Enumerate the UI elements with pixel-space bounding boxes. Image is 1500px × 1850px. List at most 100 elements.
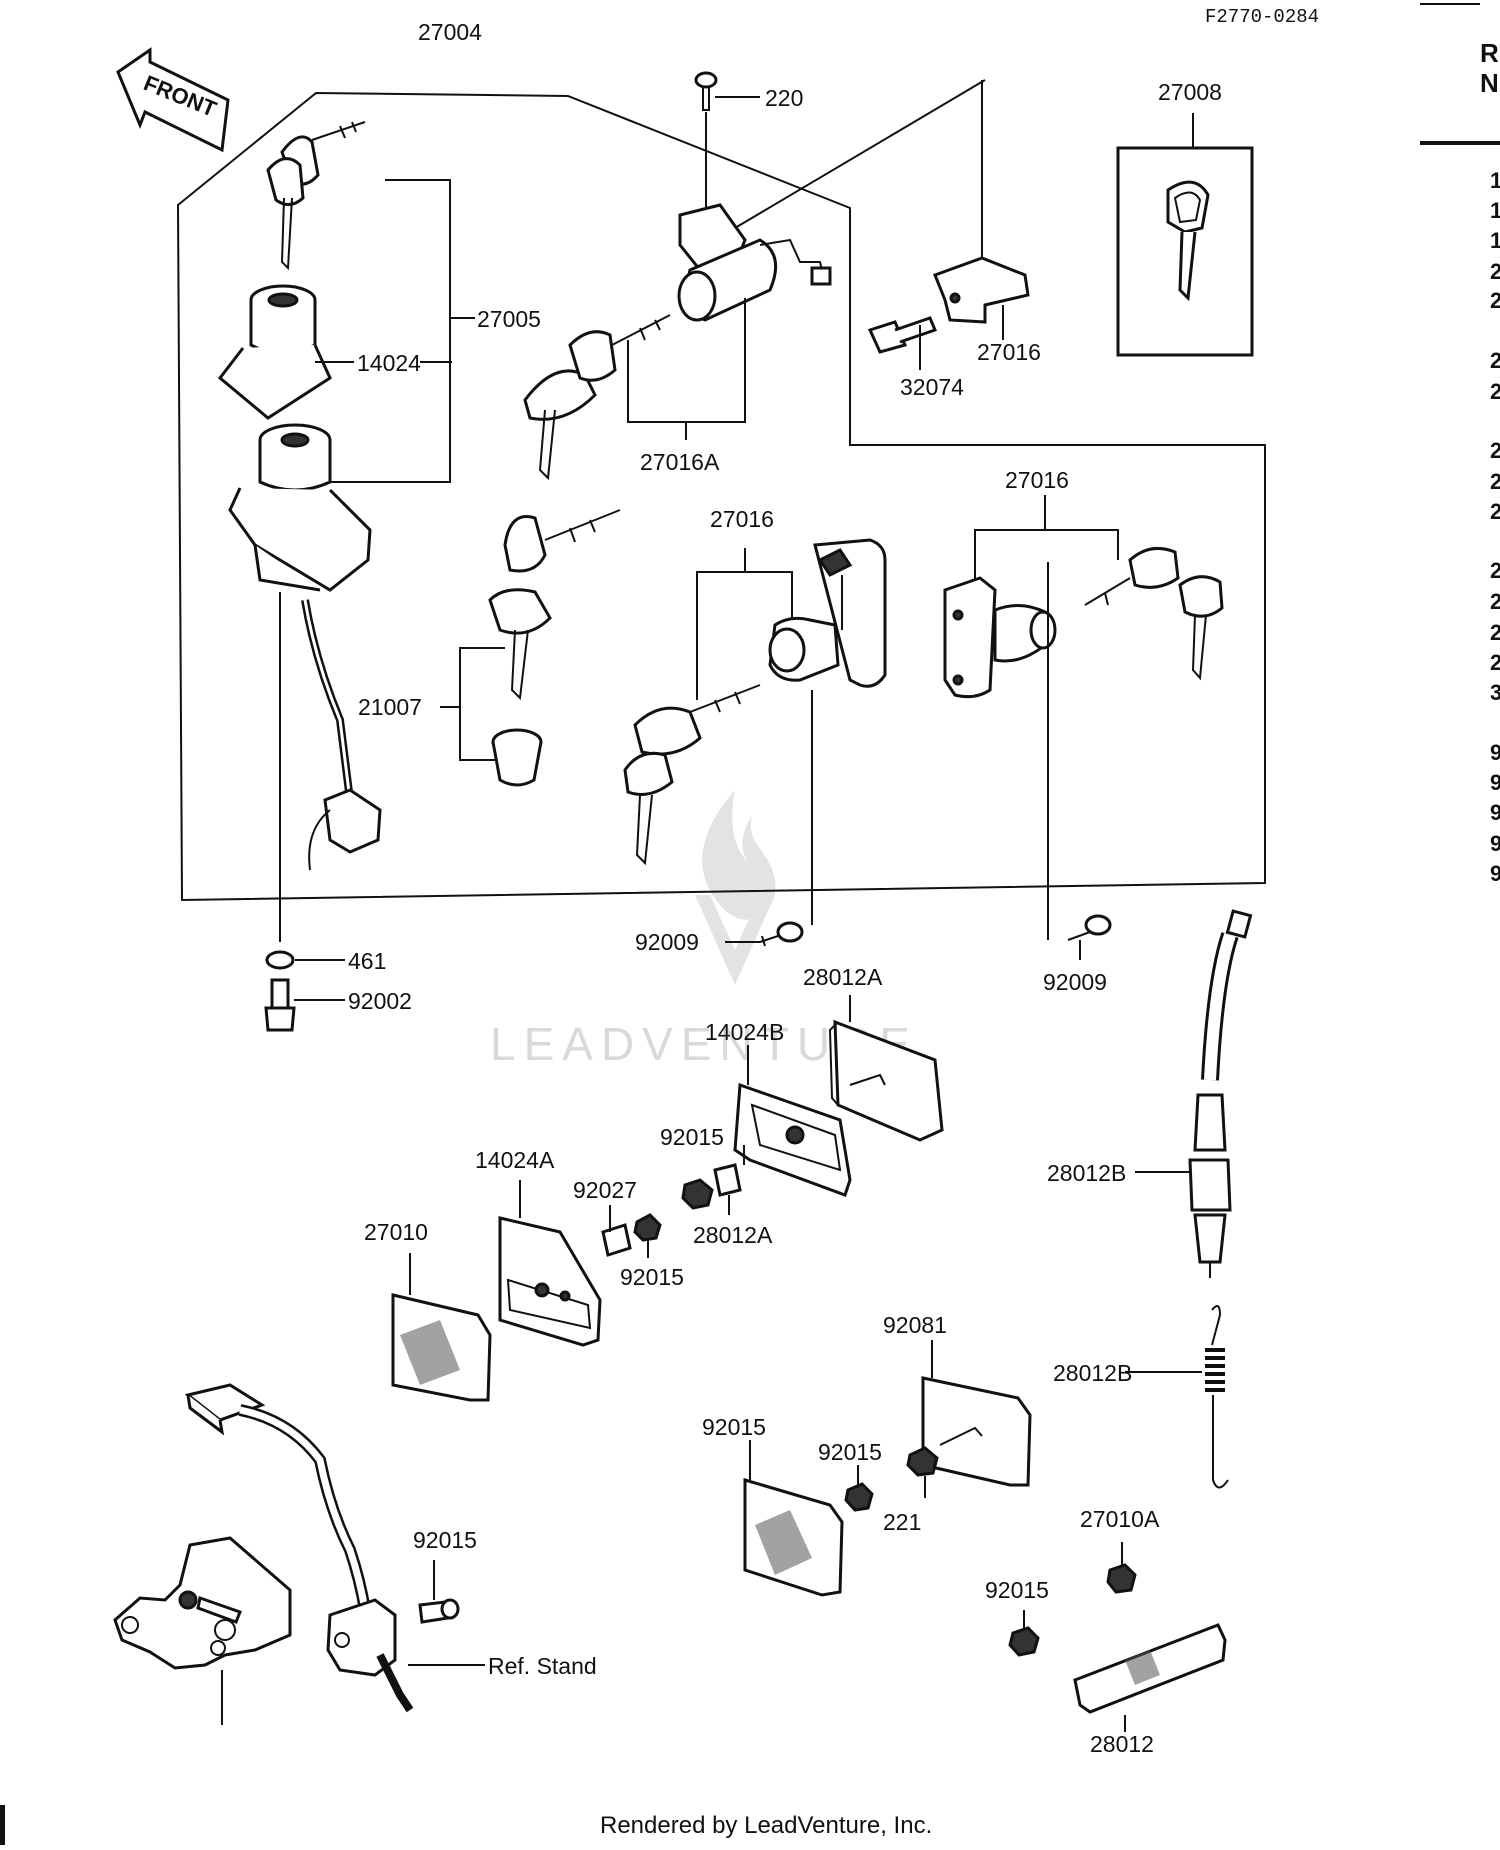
- callout-21007: 21007: [358, 694, 422, 720]
- helmet-lock-27016: [943, 576, 1057, 699]
- callout-28012A-lower: 27010: [364, 1219, 428, 1245]
- reflector-28012: [1073, 1623, 1227, 1714]
- callout-27016-center-label: 27016: [710, 506, 774, 532]
- screw-220: [694, 71, 718, 111]
- nut-92015-e: [1106, 1563, 1137, 1594]
- callout-28012A-upper: 28012A: [803, 964, 883, 990]
- callout-32074: 27016: [977, 339, 1041, 365]
- side-column-fragment: 2: [1490, 650, 1500, 675]
- switch-27010: [1188, 909, 1253, 1278]
- side-column-fragment: 2: [1490, 589, 1500, 614]
- callout-14024A: 14024A: [475, 1147, 555, 1173]
- key-box-27008: [1116, 146, 1254, 357]
- footer-credit: Rendered by LeadVenture, Inc.: [600, 1812, 932, 1839]
- callout-27016A: 27016A: [640, 449, 720, 475]
- side-column-fragment: 9: [1490, 831, 1500, 856]
- side-column-fragment: 1: [1490, 168, 1500, 193]
- ignition-keys: [266, 121, 366, 271]
- side-column-fragment: 2: [1490, 288, 1500, 313]
- callout-131: 32074: [900, 374, 964, 400]
- callout-14024B: 14024B: [705, 1019, 784, 1045]
- callout-27016-right: 27016: [1005, 467, 1069, 493]
- key-27008: [1166, 180, 1210, 302]
- callout-27010A: Ref. Stand: [488, 1653, 597, 1679]
- switch-cover-14024: [217, 284, 332, 420]
- steering-lock-cylinder: [677, 79, 986, 322]
- side-column-fragment: 2: [1490, 348, 1500, 373]
- reflector-28012A-lower: [391, 1293, 492, 1402]
- column-header-n: N: [1480, 68, 1499, 98]
- side-column-fragment: 2: [1490, 469, 1500, 494]
- side-column-fragment: 9: [1490, 861, 1500, 886]
- helmet-lock-keys: [1084, 546, 1224, 681]
- callout-28012B-upper: 92081: [883, 1312, 947, 1338]
- spring-92081: [1205, 1305, 1229, 1489]
- bolt-131: [867, 316, 937, 354]
- side-column-fragment: 2: [1490, 438, 1500, 463]
- screw-92009-left: [759, 921, 804, 947]
- side-column-fragment: 1: [1490, 228, 1500, 253]
- screw-92009-right: [1067, 914, 1112, 941]
- nut-92015-d: [844, 1482, 874, 1512]
- callout-27010: 28012B: [1047, 1160, 1126, 1186]
- document-code: F2770-0284: [1205, 6, 1319, 28]
- assembly-27004-outline: [176, 91, 1266, 902]
- callout-92015-f: 92015: [985, 1577, 1049, 1603]
- callout-92009-right: 92009: [1043, 969, 1107, 995]
- callout-92015-d: 92015: [818, 1439, 882, 1465]
- ref-stand-bracket: [113, 1536, 292, 1670]
- callout-28012: 28012: [1090, 1731, 1154, 1757]
- callout-92002: 92002: [348, 988, 412, 1014]
- side-column-fragment: 2: [1490, 620, 1500, 645]
- side-column-fragment: 2: [1490, 499, 1500, 524]
- side-column-fragment: 1: [1490, 198, 1500, 223]
- reflector-28012B-lower: [743, 1477, 844, 1597]
- callout-92027-a: 92027: [573, 1177, 637, 1203]
- seat-lock-keys: [623, 684, 761, 866]
- side-column-fragment: 9: [1490, 800, 1500, 825]
- lock-keys-21007: [488, 509, 621, 701]
- callout-27005: 27005: [477, 306, 541, 332]
- front-arrow: FRONT: [116, 47, 230, 153]
- left-edge-mark: [0, 1805, 5, 1845]
- bracket-32074: [933, 80, 1030, 324]
- callout-92081: 28012B: [1053, 1360, 1132, 1386]
- washer-461: [265, 950, 295, 970]
- side-column-fragment: 2: [1490, 379, 1500, 404]
- callout-221: 92015: [413, 1527, 477, 1553]
- spacer-92027-a: [601, 1223, 632, 1257]
- side-column-fragment: 2: [1490, 259, 1500, 284]
- switch-27010A-body: [326, 1598, 414, 1713]
- bolt-92002: [264, 978, 296, 1032]
- callout-92015-b: 92015: [660, 1124, 724, 1150]
- seat-lock-27016: [768, 538, 887, 688]
- reflector-28012A-upper: [828, 1019, 944, 1142]
- reflector-base-14024B: [733, 1082, 852, 1197]
- callout-27008: 27008: [1158, 79, 1222, 105]
- side-column-fragment: 2: [1490, 558, 1500, 583]
- callout-92015-a: 92015: [620, 1264, 684, 1290]
- screw-221: [418, 1598, 460, 1624]
- callout-14024: 14024: [357, 350, 421, 376]
- callout-27004: 27004: [418, 19, 482, 45]
- side-column-fragment: 3: [1490, 680, 1500, 705]
- callout-92027-b: 28012A: [693, 1222, 773, 1248]
- column-header-r: R: [1480, 38, 1499, 68]
- leader-27005-bracket: [330, 179, 451, 483]
- steering-lock-keys: [523, 314, 671, 481]
- ignition-switch-body: [228, 423, 372, 592]
- callout-92009-left: 92009: [635, 929, 699, 955]
- nut-92015-a: [633, 1213, 662, 1242]
- callout-461: 461: [348, 948, 386, 974]
- nut-92015-f: [1008, 1626, 1040, 1657]
- lock-cylinder-21007: [491, 728, 543, 787]
- nut-92015-b: [681, 1178, 714, 1210]
- reflector-28012B-upper: [921, 1376, 1032, 1487]
- side-column-fragment: 9: [1490, 740, 1500, 765]
- callout-28012B-lower: 92015: [702, 1414, 766, 1440]
- spacer-92027-b: [713, 1163, 742, 1197]
- nut-92015-c: [906, 1446, 939, 1477]
